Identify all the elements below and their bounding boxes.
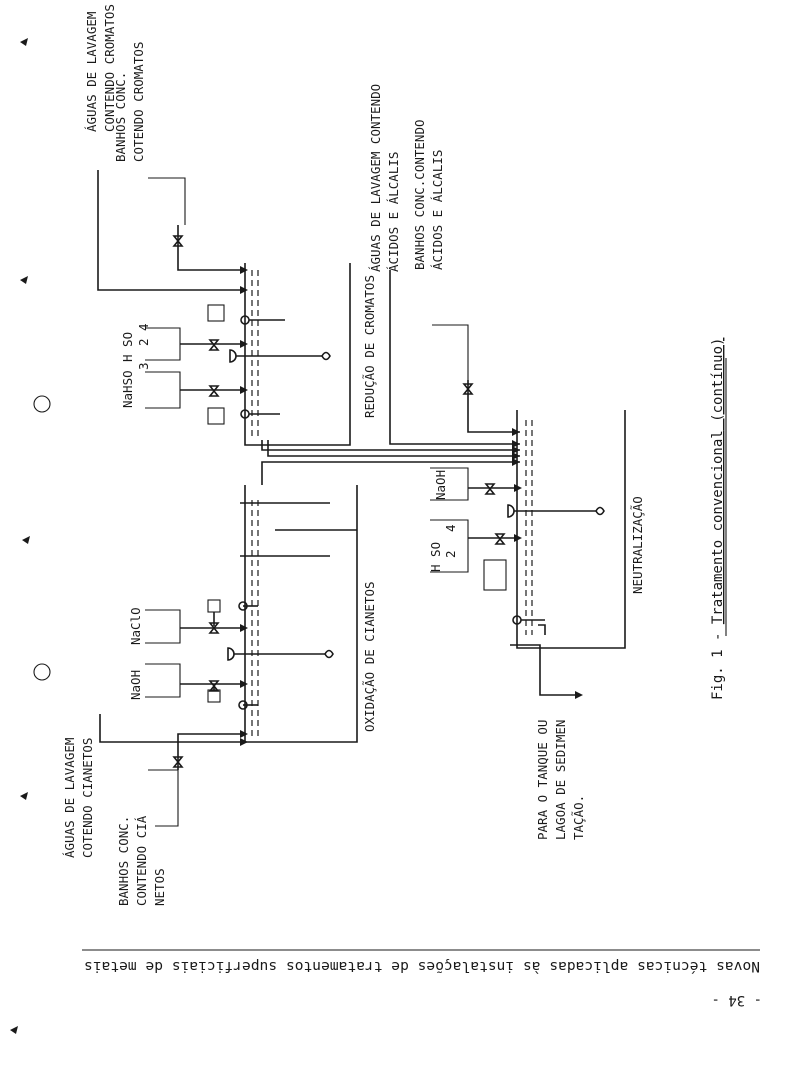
- acid-bath-label-2: ÁCIDOS E ÁLCALIS: [430, 150, 445, 270]
- chromate-wash-label-2: CONTENDO CROMATOS: [102, 4, 117, 132]
- acid-wash-label-1: ÁGUAS DE LAVAGEM CONTENDO: [368, 84, 383, 272]
- h2so4-subscript-2: 2: [443, 550, 458, 558]
- acid-wash-label-2: ÁCIDOS E ÁLCALIS: [386, 152, 401, 272]
- scan-specks: [10, 38, 51, 1034]
- outlet-label-1: PARA O TANQUE OU: [535, 720, 550, 840]
- cyanide-tank-label: OXIDAÇÃO DE CIANETOS: [362, 581, 377, 732]
- page-footer: Novas técnicas aplicadas às instalações …: [82, 949, 762, 1008]
- chromate-bath-label-2: COTENDO CROMATOS: [131, 42, 146, 162]
- cyanide-bath-label-3: NETOS: [152, 868, 167, 906]
- page-number: - 34 -: [711, 992, 762, 1008]
- cyanide-wash-label-2: COTENDO CIANETOS: [80, 738, 95, 858]
- h2so4-subscript-4: 4: [443, 524, 458, 532]
- nahso3-label: NaHSO: [120, 370, 135, 408]
- figure-caption: Fig. 1 - Tratamento convencional (contín…: [710, 338, 726, 700]
- footer-text: Novas técnicas aplicadas às instalações …: [84, 958, 760, 974]
- acid-bath-label-1: BANHOS CONC.CONTENDO: [412, 119, 427, 270]
- naoh-label-cyanide: NaOH: [128, 670, 143, 700]
- chromate-bath-label-1: BANHOS CONC.: [113, 72, 128, 162]
- chromate-tank-label: REDUÇÃO DE CROMATOS: [362, 275, 377, 418]
- outlet-label-3: TAÇÃO.: [571, 795, 586, 840]
- cyanide-wash-label-1: ÁGUAS DE LAVAGEM: [62, 738, 77, 858]
- chromate-reduction-tank: [97, 170, 351, 446]
- nahso3-subscript: 3: [136, 362, 151, 370]
- naclo-label: NaClO: [128, 607, 143, 645]
- cyanide-oxidation-tank: [99, 485, 358, 827]
- naoh-label-neutral: NaOH: [433, 470, 448, 500]
- cyanide-bath-label-1: BANHOS CONC.: [116, 816, 131, 906]
- diagram-labels: ÁGUAS DE LAVAGEM COTENDO CIANETOS BANHOS…: [62, 4, 727, 906]
- h2so4-label-neutral: H SO: [428, 542, 443, 572]
- cyanide-bath-label-2: CONTENDO CIÁ: [134, 815, 149, 906]
- connecting-pipes: [261, 270, 520, 485]
- h2so4-label-top: H SO: [120, 332, 135, 362]
- outlet-label-2: LAGOA DE SEDIMEN: [553, 720, 568, 840]
- neutral-tank-label: NEUTRALIZAÇÃO: [630, 496, 645, 594]
- chromate-wash-label-1: ÁGUAS DE LAVAGEM: [84, 12, 99, 132]
- neutralization-tank: [430, 410, 626, 699]
- h2so4-subscript-top: 2 4: [136, 323, 151, 346]
